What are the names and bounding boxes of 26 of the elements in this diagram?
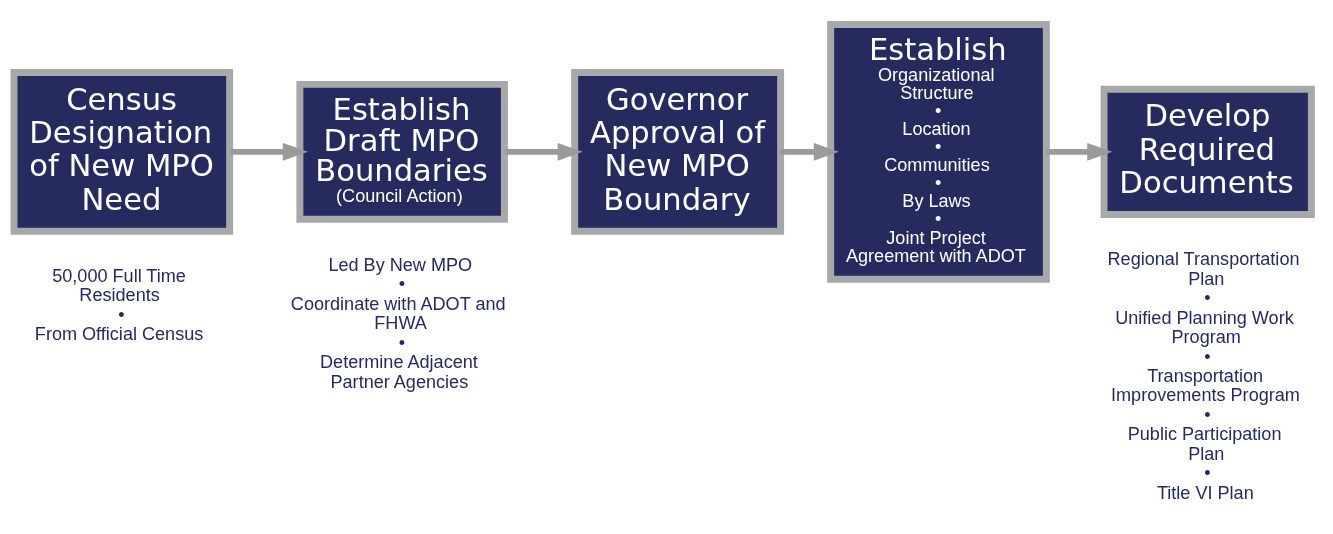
node-label: • bbox=[1204, 346, 1211, 367]
node-label: From Official Census bbox=[34, 324, 204, 345]
node-box: Establish Draft MPO Boundaries (Council Action) bbox=[296, 80, 508, 223]
node-label: • bbox=[118, 304, 125, 325]
node-label: Led By New MPO bbox=[328, 254, 473, 275]
arrow bbox=[780, 143, 839, 161]
node-label: • bbox=[398, 332, 406, 353]
node-label: Unified Planning Work Program bbox=[1115, 307, 1294, 348]
node-label: • bbox=[1204, 463, 1211, 484]
node-label: • bbox=[1204, 404, 1211, 425]
node-label: Coordinate with ADOT and FHWA bbox=[290, 293, 506, 334]
node-label: Transportation Improvements Program bbox=[1111, 365, 1300, 406]
node-box: Establish Organizational Structure • Location • Communities • By Laws • Joint Project Agreement with ADOT bbox=[827, 21, 1050, 283]
node-label: • bbox=[398, 274, 406, 295]
arrow bbox=[504, 143, 583, 161]
node-label: Title VI Plan bbox=[1156, 482, 1254, 503]
node-label: Public Participation Plan bbox=[1127, 424, 1282, 464]
arrow bbox=[1046, 143, 1113, 161]
node-box: Governor Approval of New MPO Boundary bbox=[571, 69, 785, 235]
node-label: Determine Adjacent Partner Agencies bbox=[320, 352, 478, 392]
arrow bbox=[229, 143, 308, 161]
node-label: 50,000 Full Time Residents bbox=[52, 265, 186, 306]
node-label: • bbox=[1204, 288, 1211, 309]
node-box: Develop Required Documents bbox=[1100, 85, 1315, 218]
node-box: Census Designation of New MPO Need bbox=[10, 69, 234, 235]
node-label: Regional Transportation Plan bbox=[1107, 249, 1300, 289]
